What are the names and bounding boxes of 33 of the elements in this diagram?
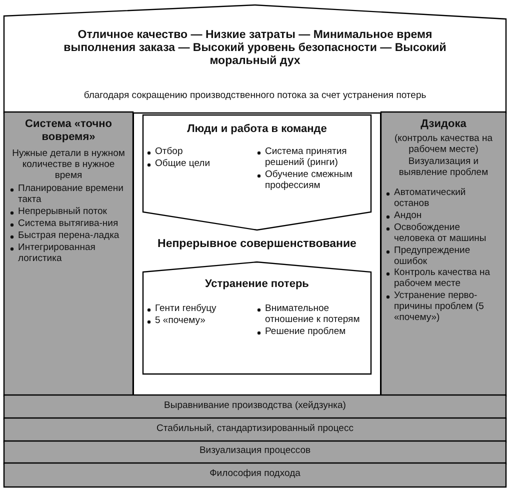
bullet-item: Освобождение человека от машины bbox=[394, 222, 488, 245]
bullet-item: Отбор bbox=[155, 147, 184, 158]
caption-text: Философия подхода bbox=[208, 469, 302, 480]
caption-text: Нужные детали в нужном количестве в нужное время bbox=[11, 149, 126, 182]
bullet-item: Контроль качества на рабочем месте bbox=[394, 268, 492, 290]
bullet-item: Решение проблем bbox=[265, 326, 347, 338]
bullet-item: Планирование времени такта bbox=[18, 184, 124, 206]
bullet-item: Внимательное отношение к потерям bbox=[265, 304, 361, 326]
bullet-item: Андон bbox=[394, 210, 423, 222]
caption-text: Визуализация и выявление проблем bbox=[398, 156, 490, 179]
bullet-item: Устранение перво-причины проблем (5 «почему») bbox=[394, 291, 485, 324]
heading: Дзидока bbox=[420, 118, 468, 131]
bullet-item: Общие цели bbox=[155, 158, 212, 170]
bullet-item: Генти генбуцу bbox=[155, 304, 218, 315]
center-label: Непрерывное совершенствование bbox=[156, 238, 358, 250]
bullet-item: Интегрированная логистика bbox=[18, 242, 96, 264]
bullet-item: Непрерывный поток bbox=[18, 206, 108, 218]
bullet-item: Быстрая перена-ладка bbox=[18, 230, 120, 242]
heading: Отличное качество — Низкие затраты — Минимальное время выполнения заказа — Высокий уровень безопасности — Высокий моральный дух bbox=[62, 29, 448, 69]
bullet-item: Автоматический останов bbox=[394, 188, 467, 210]
bullet-item: Предупреждение ошибок bbox=[394, 246, 472, 268]
caption-text: благодаря сокращению производственного потока за счет устранения потерь bbox=[82, 91, 428, 102]
caption-text: (контроль качества на рабочем месте) bbox=[394, 134, 494, 156]
bullet-item: Система вытягива-ния bbox=[18, 218, 120, 230]
caption-text: Выравнивание производства (хейдзунка) bbox=[163, 401, 347, 412]
heading: Люди и работа в команде bbox=[186, 123, 328, 136]
caption-text: Стабильный, стандартизированный процесс bbox=[156, 424, 354, 435]
caption-text: Визуализация процессов bbox=[198, 446, 312, 457]
bullet-item: Обучение смежным профессиям bbox=[265, 170, 354, 192]
heading: Устранение потерь bbox=[204, 278, 310, 291]
heading: Система «точно вовремя» bbox=[24, 118, 113, 144]
bullet-item: Система принятия решений (ринги) bbox=[265, 147, 348, 169]
bullet-item: 5 «почему» bbox=[155, 316, 206, 327]
